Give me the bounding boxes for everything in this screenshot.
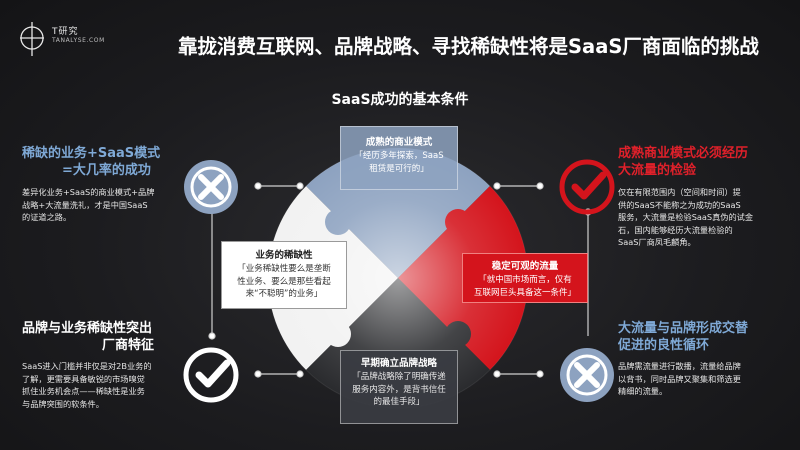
puzzle-right-line1: 「就中国市场而言，仅有 xyxy=(478,275,572,285)
bottom-right-body-line3: 精细的流量。 xyxy=(618,386,668,396)
check-circle-icon xyxy=(559,159,615,215)
connector-lines xyxy=(208,182,592,378)
x-circle-icon xyxy=(560,348,614,402)
puzzle-left-line3: 来“不聪明”的业务」 xyxy=(245,289,323,299)
top-right-heading: 成熟商业模式必须经历 大流量的检验 xyxy=(618,145,748,179)
top-right-body-line2: 供的SaaS不能称之为成功的SaaS xyxy=(618,199,741,210)
bottom-right-heading-line1: 大流量与品牌形成交替 xyxy=(618,321,749,336)
bottom-left-body-line1: SaaS进入门槛并非仅是对2B业务的 xyxy=(22,361,152,371)
puzzle-left-line1: 「业务稀缺性要么是垄断 xyxy=(237,264,331,274)
puzzle-box-right: 稳定可观的流量 「就中国市场而言，仅有 互联网巨头具备这一条件」 xyxy=(462,253,588,303)
puzzle-bottom-line1: 「品牌战略除了明确传递 xyxy=(352,372,446,382)
check-circle-icon xyxy=(183,347,239,403)
top-left-body-line3: 的证道之路。 xyxy=(22,212,72,222)
brand-domain: TANALYSE.COM xyxy=(52,37,105,44)
top-left-body-line2: 战略+大流量洗礼，才是中国SaaS xyxy=(22,199,148,210)
puzzle-box-bottom: 早期确立品牌战略 「品牌战略除了明确传递 服务内容外，是背书信任 的最佳手段」 xyxy=(340,350,458,424)
bottom-right-heading: 大流量与品牌形成交替 促进的良性循环 xyxy=(618,320,748,354)
top-left-body: 差异化业务+SaaS的商业模式+品牌 战略+大流量洗礼，才是中国SaaS 的证道… xyxy=(22,186,182,224)
top-right-body-line4: 石，国内能够经历大流量检验的 xyxy=(618,224,733,235)
bottom-left-body-line4: 与品牌突围的软条件。 xyxy=(22,398,104,409)
top-right-body-line3: 服务，大流量是检验SaaS真伪的试金 xyxy=(618,212,754,222)
bottom-left-heading-line1: 品牌与业务稀缺性突出 xyxy=(22,321,153,336)
tanalyse-logo xyxy=(20,22,44,56)
puzzle-top-line2: 租赁是可行的」 xyxy=(369,163,429,174)
puzzle-left-line2: 性业务、要么是那些看起 xyxy=(237,276,331,287)
puzzle-bottom-line3: 的最佳手段」 xyxy=(373,397,425,407)
section-subtitle: SaaS成功的基本条件 xyxy=(331,92,469,108)
puzzle-right-line2: 互联网巨头具备这一条件」 xyxy=(473,287,576,298)
bottom-right-body-line2: 以背书，同时品牌又聚集和筛选更 xyxy=(618,373,741,384)
page-title: 靠拢消费互联网、品牌战略、寻找稀缺性将是SaaS厂商面临的挑战 xyxy=(178,35,759,58)
bottom-right-heading-line2: 促进的良性循环 xyxy=(618,338,710,353)
puzzle-bottom-title: 早期确立品牌战略 xyxy=(360,358,437,369)
puzzle-box-top: 成熟的商业模式 「经历多年探索，SaaS 租赁是可行的」 xyxy=(340,126,458,190)
bottom-left-heading: 品牌与业务稀缺性突出 厂商特征 xyxy=(22,320,154,354)
top-right-body-line1: 仅在有限范围内（空间和时间）提 xyxy=(618,187,741,197)
puzzle-top-title: 成熟的商业模式 xyxy=(365,137,433,148)
top-right-body: 仅在有限范围内（空间和时间）提 供的SaaS不能称之为成功的SaaS 服务，大流… xyxy=(618,186,783,249)
top-right-heading-line2: 大流量的检验 xyxy=(618,163,697,178)
bottom-right-body: 品牌需流量进行散播，流量给品牌 以背书，同时品牌又聚集和筛选更 精细的流量。 xyxy=(618,360,783,398)
bottom-right-body-line1: 品牌需流量进行散播，流量给品牌 xyxy=(618,361,741,371)
top-right-heading-line1: 成熟商业模式必须经历 xyxy=(618,146,749,161)
brand-name: T研究 xyxy=(52,27,79,37)
bottom-left-heading-line2: 厂商特征 xyxy=(102,338,155,353)
top-left-body-line1: 差异化业务+SaaS的商业模式+品牌 xyxy=(22,187,155,197)
bottom-left-body-line3: 抓住业务机会点——稀缺性是业务 xyxy=(22,386,145,396)
bottom-left-body-line2: 了解，更需要具备敏锐的市场嗅觉 xyxy=(22,373,145,384)
x-circle-icon xyxy=(184,160,238,214)
puzzle-left-title: 业务的稀缺性 xyxy=(255,250,313,261)
puzzle-right-title: 稳定可观的流量 xyxy=(491,261,559,272)
puzzle-top-line1: 「经历多年探索，SaaS xyxy=(354,151,444,161)
top-left-heading: 稀缺的业务+SaaS模式 =大几率的成功 xyxy=(22,145,160,179)
puzzle-box-left: 业务的稀缺性 「业务稀缺性要么是垄断 性业务、要么是那些看起 来“不聪明”的业务… xyxy=(221,241,347,309)
top-left-heading-line2: =大几率的成功 xyxy=(62,163,151,178)
puzzle-bottom-line2: 服务内容外，是背书信任 xyxy=(352,384,446,395)
bottom-left-body: SaaS进入门槛并非仅是对2B业务的 了解，更需要具备敏锐的市场嗅觉 抓住业务机… xyxy=(22,360,187,410)
top-right-body-line5: SaaS厂商凤毛麟角。 xyxy=(618,237,696,247)
top-left-heading-line1: 稀缺的业务+SaaS模式 xyxy=(22,146,161,161)
